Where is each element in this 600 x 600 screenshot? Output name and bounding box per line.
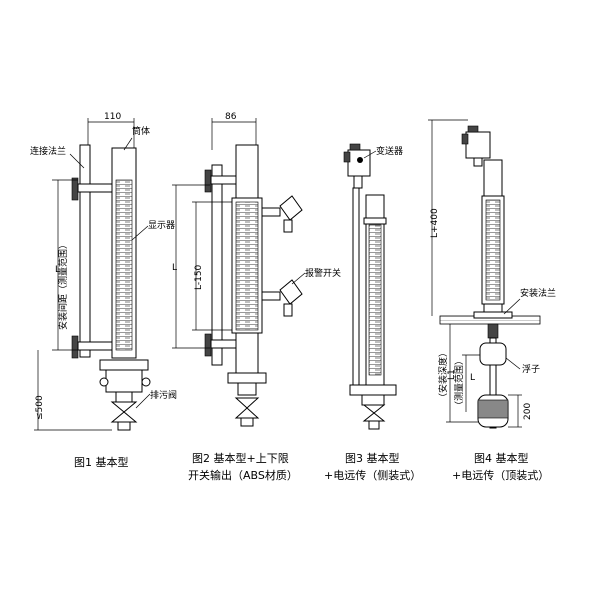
label-float: 浮子: [522, 363, 540, 375]
label-drain-valve: 排污阀: [150, 389, 177, 401]
caption-fig4-line1: 图4 基本型: [474, 451, 529, 465]
caption-fig2-line1: 图2 基本型+上下限: [192, 451, 289, 465]
label-transmitter: 变送器: [376, 145, 403, 157]
label-range: （测量范围）: [453, 356, 465, 410]
figure-4: L+400 L1 （安装深度） L （测量范围） 200 安装法兰 浮子 图4 …: [428, 119, 556, 482]
caption-fig1: 图1 基本型: [74, 455, 129, 469]
figure-1: 110 L 安装间距（测量范围） ≤500 连接法兰 筒体 显示: [30, 112, 177, 469]
dim-86: 86: [225, 112, 237, 122]
label-spacing: 安装间距（测量范围）: [57, 240, 69, 330]
dim-200: 200: [523, 403, 533, 420]
label-alarm-switch: 报警开关: [305, 267, 341, 279]
figure-2: 86 L L-150: [172, 112, 341, 482]
dim-le500: ≤500: [35, 395, 45, 420]
dim-110: 110: [104, 112, 121, 122]
label-depth: （安装深度）: [437, 348, 449, 402]
dim-L-fig1: L: [55, 265, 60, 275]
dim-L1: L1: [447, 369, 457, 380]
dim-L400: L+400: [430, 208, 440, 238]
label-flange-connect: 连接法兰: [30, 145, 66, 157]
caption-fig2-line2: 开关输出（ABS材质）: [188, 468, 298, 482]
label-display: 显示器: [148, 220, 175, 231]
caption-fig3-line1: 图3 基本型: [345, 451, 400, 465]
figure-3: 变送器 图3 基本型 +电远传（侧装式）: [324, 143, 421, 482]
caption-fig4-line2: +电远传（顶装式）: [452, 469, 549, 482]
dim-L150: L-150: [194, 264, 204, 290]
dim-L-fig4: L: [470, 373, 475, 383]
label-body: 筒体: [132, 125, 150, 137]
caption-fig3-line2: +电远传（侧装式）: [324, 469, 421, 482]
dim-L-fig2: L: [172, 263, 177, 273]
label-install-flange: 安装法兰: [520, 287, 556, 299]
